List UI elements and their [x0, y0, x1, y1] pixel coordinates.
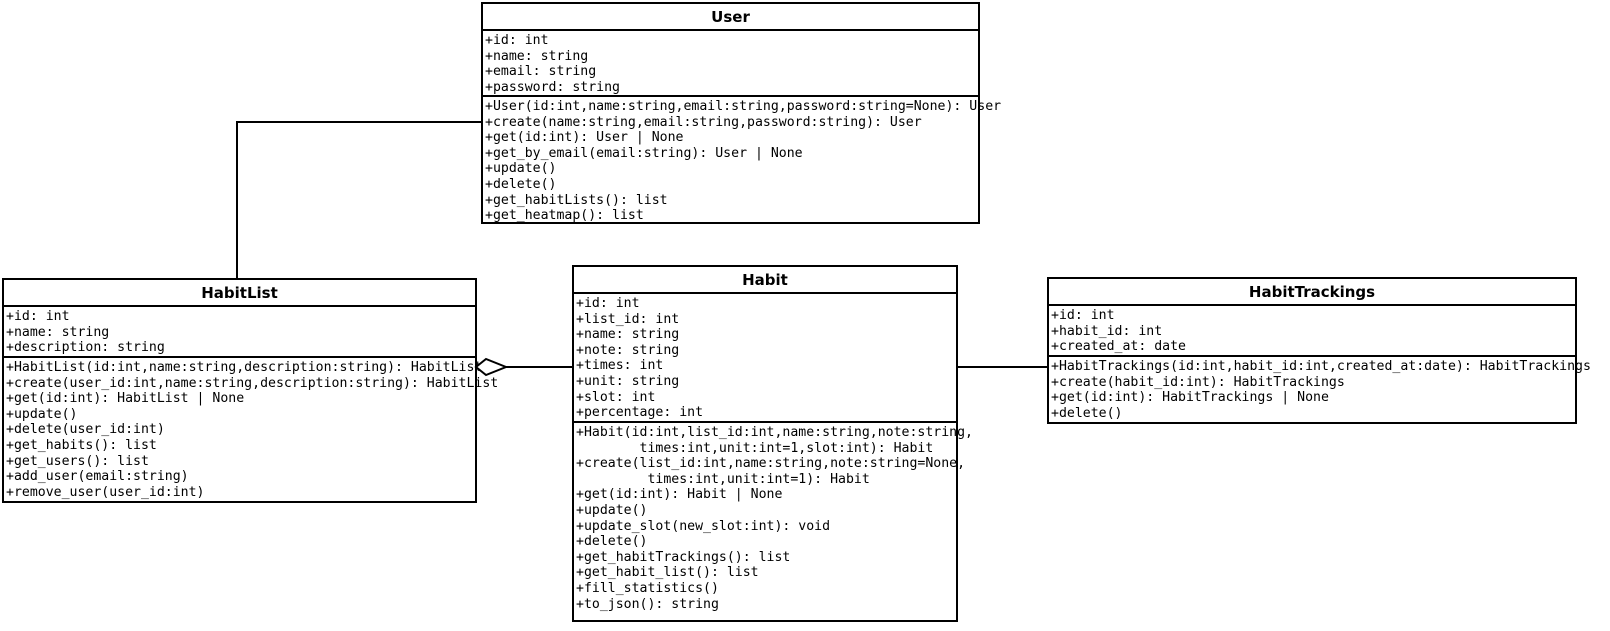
class-attributes-habitlist: +id: int +name: string +description: str…	[4, 307, 475, 358]
method-line: +update()	[576, 502, 648, 518]
class-title-user: User	[483, 4, 978, 31]
attribute-line: +name: string	[576, 327, 680, 343]
connector-user-habitlist-vertical	[236, 121, 238, 278]
method-line: +get(id:int): User | None	[485, 130, 684, 146]
attribute-line: +id: int	[485, 33, 549, 48]
method-line: +get(id:int): Habit | None	[576, 487, 783, 503]
class-box-user[interactable]: User +id: int +name: string +email: stri…	[481, 2, 1002, 226]
attribute-line: +name: string	[485, 48, 589, 64]
method-line: +get_habitLists(): list	[485, 192, 668, 208]
attribute-line: +name: string	[6, 324, 110, 340]
class-title-habitlist: HabitList	[4, 280, 475, 307]
method-line-continuation: times:int,unit:int=1,slot:int): Habit	[576, 440, 934, 456]
method-line: +get_heatmap(): list	[485, 208, 644, 224]
class-methods-user: +User(id:int,name:string,email:string,pa…	[483, 97, 1002, 226]
method-line: +delete(user_id:int)	[6, 422, 165, 438]
class-methods-habitlist: +HabitList(id:int,name:string,descriptio…	[4, 358, 499, 502]
attribute-line: +list_id: int	[576, 311, 680, 327]
attribute-line: +email: string	[485, 64, 597, 80]
class-box-habit[interactable]: Habit +id: int +list_id: int +name: stri…	[572, 265, 973, 622]
attribute-line: +password: string	[485, 79, 620, 95]
method-line: +create(list_id:int,name:string,note:str…	[576, 456, 966, 472]
method-line: +delete()	[576, 534, 648, 550]
attribute-line: +created_at: date	[1051, 339, 1186, 355]
method-line: +get(id:int): HabitList | None	[6, 391, 245, 407]
attribute-line: +slot: int	[576, 389, 656, 405]
method-line: +get_habits(): list	[6, 437, 157, 453]
attribute-line: +habit_id: int	[1051, 323, 1163, 339]
connector-user-habitlist-horizontal	[236, 121, 482, 123]
method-line: +to_json(): string	[576, 596, 719, 612]
attribute-line: +times: int	[576, 358, 664, 374]
class-attributes-user: +id: int +name: string +email: string +p…	[483, 31, 978, 97]
attribute-line: +note: string	[576, 342, 680, 358]
attribute-line: +id: int	[6, 309, 70, 324]
class-title-habit: Habit	[574, 267, 956, 294]
method-line: +delete()	[485, 176, 557, 192]
method-line: +get_habit_list(): list	[576, 565, 759, 581]
method-line: +create(name:string,email:string,passwor…	[485, 114, 922, 130]
attribute-line: +description: string	[6, 340, 165, 356]
method-line: +Habit(id:int,list_id:int,name:string,no…	[576, 425, 973, 440]
method-line: +get_habitTrackings(): list	[576, 549, 791, 565]
method-line: +add_user(email:string)	[6, 469, 189, 485]
attribute-line: +id: int	[1051, 308, 1115, 323]
method-line: +create(user_id:int,name:string,descript…	[6, 375, 499, 391]
method-line: +fill_statistics()	[576, 580, 719, 596]
attribute-line: +id: int	[576, 296, 640, 311]
connector-habitlist-habit	[476, 366, 572, 368]
aggregation-diamond-icon	[474, 357, 509, 377]
method-line: +get_users(): list	[6, 453, 149, 469]
method-line: +get(id:int): HabitTrackings | None	[1051, 390, 1329, 406]
method-line-continuation: times:int,unit:int=1): Habit	[576, 471, 870, 487]
method-line: +User(id:int,name:string,email:string,pa…	[485, 99, 1002, 114]
class-attributes-habittrackings: +id: int +habit_id: int +created_at: dat…	[1049, 306, 1575, 357]
attribute-line: +percentage: int	[576, 405, 704, 421]
class-methods-habittrackings: +HabitTrackings(id:int,habit_id:int,crea…	[1049, 357, 1591, 423]
method-line: +get_by_email(email:string): User | None	[485, 145, 803, 161]
method-line: +remove_user(user_id:int)	[6, 484, 205, 500]
class-attributes-habit: +id: int +list_id: int +name: string +no…	[574, 294, 956, 423]
class-title-habittrackings: HabitTrackings	[1049, 279, 1575, 306]
method-line: +update_slot(new_slot:int): void	[576, 518, 831, 534]
method-line: +update()	[6, 406, 78, 422]
method-line: +update()	[485, 161, 557, 177]
class-methods-habit: +Habit(id:int,list_id:int,name:string,no…	[574, 423, 973, 614]
method-line: +create(habit_id:int): HabitTrackings	[1051, 374, 1345, 390]
attribute-line: +unit: string	[576, 373, 680, 389]
class-box-habitlist[interactable]: HabitList +id: int +name: string +descri…	[2, 278, 499, 503]
method-line: +HabitList(id:int,name:string,descriptio…	[6, 360, 483, 375]
class-box-habittrackings[interactable]: HabitTrackings +id: int +habit_id: int +…	[1047, 277, 1591, 424]
connector-habit-habittrackings	[957, 366, 1049, 368]
method-line: +delete()	[1051, 405, 1123, 421]
method-line: +HabitTrackings(id:int,habit_id:int,crea…	[1051, 359, 1591, 374]
